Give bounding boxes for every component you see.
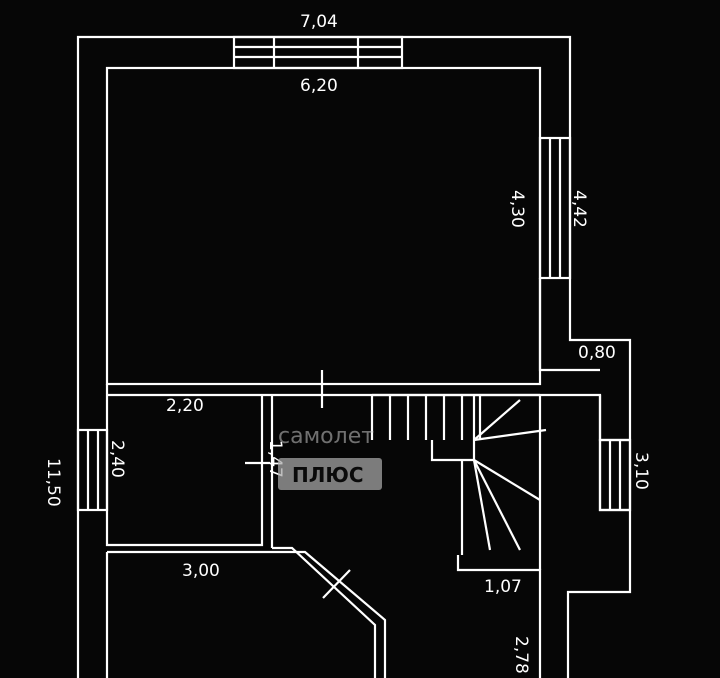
main-room: [105, 66, 542, 386]
dim-ledge: 0,80: [578, 343, 616, 363]
dim-small-room-height: 2,40: [107, 440, 127, 478]
top-window: [232, 35, 404, 70]
dim-stair-side-height: 3,10: [631, 452, 651, 490]
dim-stair-bottom: 1,07: [484, 577, 522, 597]
left-window: [76, 428, 109, 512]
watermark-logo: самолет ПЛЮС: [278, 424, 382, 490]
dim-outer-right-height: 4,42: [569, 190, 589, 228]
walls: [76, 35, 632, 678]
dim-lower-room-width: 3,00: [182, 561, 220, 581]
watermark-sub: ПЛЮС: [292, 463, 364, 487]
dim-room-height: 4,30: [507, 190, 527, 228]
dim-inner-width: 6,20: [300, 76, 338, 96]
dim-small-room-width: 2,20: [166, 396, 204, 416]
small-room: [105, 395, 264, 547]
watermark-brand: самолет: [278, 424, 374, 449]
dim-lower-right: 2,78: [511, 636, 531, 674]
right-window-lower: [598, 438, 632, 512]
dim-outer-width: 7,04: [300, 12, 338, 32]
dim-total-height: 11,50: [43, 458, 63, 507]
stair-box: [372, 393, 630, 512]
diagonal-wall: [290, 550, 387, 678]
right-window-upper: [538, 136, 572, 280]
outer-wall: [76, 35, 632, 678]
